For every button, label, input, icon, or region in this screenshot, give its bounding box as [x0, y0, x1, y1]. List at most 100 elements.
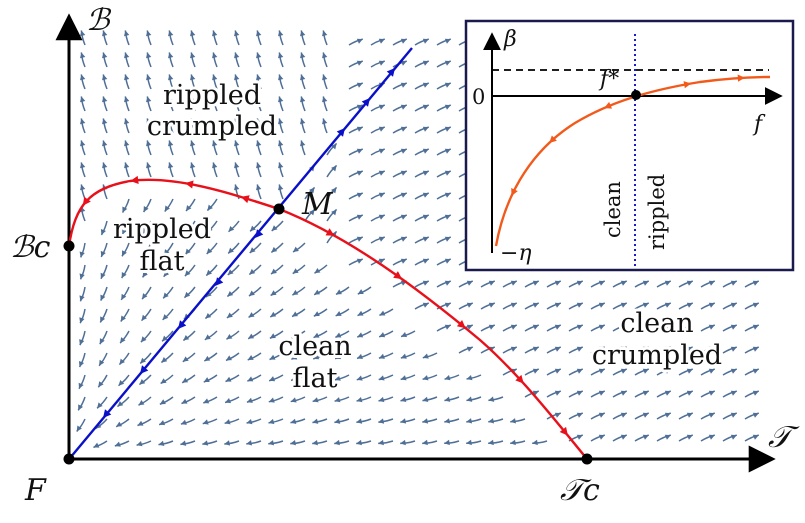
streamline-arrowhead — [291, 354, 298, 360]
streamline-arrowhead — [510, 418, 517, 424]
streamline-arrowhead — [642, 412, 649, 418]
streamline-arrowhead — [598, 302, 605, 308]
streamline-arrowhead — [642, 368, 649, 374]
streamline-arrowhead — [205, 312, 212, 319]
streamline-arrowhead — [664, 280, 671, 286]
streamline-arrowhead — [140, 336, 147, 343]
streamline-arrowhead — [119, 358, 125, 365]
streamline-arrowhead — [598, 390, 605, 396]
streamline-arrowhead — [444, 324, 451, 330]
streamline-arrowhead — [247, 376, 254, 382]
red-arrowhead — [130, 175, 139, 185]
streamline-arrowhead — [444, 418, 451, 424]
streamline-arrowhead — [488, 280, 495, 286]
fixed-point-bc — [63, 240, 75, 252]
fixed-point-m — [273, 203, 285, 215]
streamline-arrowhead — [752, 346, 759, 352]
streamline-arrowhead — [146, 30, 152, 37]
streamline-arrowhead — [356, 38, 363, 44]
streamline-arrowhead — [422, 439, 428, 446]
streamline-arrowhead — [357, 289, 364, 295]
streamline-arrowhead — [168, 74, 174, 81]
streamline-arrowhead — [356, 60, 363, 66]
streamline-arrowhead — [730, 324, 737, 330]
streamline-arrowhead — [400, 418, 407, 424]
streamline-arrowhead — [227, 269, 234, 275]
streamline-arrowhead — [730, 302, 737, 308]
axes — [55, 13, 776, 473]
streamline-arrowhead — [120, 337, 126, 344]
streamline-arrowhead — [379, 332, 386, 338]
streamline-arrowhead — [576, 302, 583, 308]
streamline-arrowhead — [335, 354, 342, 360]
streamline-arrowhead — [488, 324, 495, 330]
streamline-arrowhead — [248, 290, 255, 296]
streamline-arrowhead — [212, 118, 218, 125]
streamline-arrowhead — [356, 353, 363, 359]
streamline-arrowhead — [444, 60, 451, 66]
inset-clean-label: clean — [601, 181, 625, 238]
streamline-arrowhead — [708, 390, 715, 396]
streamline-arrowhead — [224, 419, 231, 425]
streamline-arrowhead — [422, 214, 429, 220]
streamline-arrowhead — [378, 214, 385, 220]
streamline-arrowhead — [190, 118, 196, 125]
streamline-arrowhead — [80, 140, 86, 147]
streamline-arrowhead — [331, 187, 337, 194]
streamline-arrowhead — [444, 148, 451, 154]
streamline-arrowhead — [290, 440, 296, 446]
streamline-arrowhead — [225, 397, 232, 404]
streamline-arrowhead — [121, 272, 127, 279]
streamline-arrowhead — [444, 236, 451, 242]
streamline-arrowhead — [378, 375, 385, 381]
region-rippled-flat-line1: rippled — [113, 214, 211, 245]
streamline-arrowhead — [686, 390, 693, 396]
streamline-arrowhead — [752, 412, 759, 418]
streamline-arrowhead — [334, 418, 341, 424]
streamline-arrowhead — [444, 170, 451, 176]
streamline-arrowhead — [422, 38, 429, 44]
streamline-arrowhead — [248, 333, 255, 339]
streamline-arrowhead — [422, 104, 429, 110]
streamline-arrowhead — [121, 250, 127, 257]
streamline-arrowhead — [181, 398, 188, 404]
streamline-arrowhead — [246, 440, 253, 446]
streamline-arrowhead — [400, 148, 407, 154]
streamline-arrowhead — [190, 162, 196, 169]
streamline-arrowhead — [146, 96, 152, 103]
streamline-arrowhead — [203, 398, 210, 404]
streamline-arrowhead — [256, 140, 262, 147]
streamline-arrowhead — [80, 96, 86, 103]
streamline-arrowhead — [730, 368, 737, 374]
region-clean-flat-line2: flat — [293, 363, 338, 394]
inset-eta-label: −η — [500, 241, 532, 266]
streamline-arrowhead — [598, 280, 605, 286]
streamline-arrowhead — [422, 302, 429, 308]
streamline-arrowhead — [466, 302, 473, 308]
streamline-arrowhead — [664, 434, 671, 440]
streamline-arrowhead — [312, 397, 319, 403]
streamline-arrowhead — [576, 280, 583, 286]
streamline-arrowhead — [576, 324, 583, 330]
streamline-arrowhead — [466, 396, 473, 402]
streamline-arrowhead — [422, 192, 429, 198]
streamline-arrowhead — [80, 74, 86, 81]
streamline-arrowhead — [100, 228, 106, 235]
inset-arrowhead — [511, 187, 518, 196]
streamline-arrowhead — [224, 440, 231, 446]
streamline-arrowhead — [168, 96, 174, 103]
streamline-arrowhead — [212, 30, 218, 37]
streamline-arrowhead — [161, 356, 168, 363]
streamline-arrowhead — [686, 412, 693, 418]
streamline-arrowhead — [269, 354, 276, 360]
streamline-arrowhead — [163, 292, 169, 299]
streamline-arrowhead — [300, 30, 306, 37]
streamline-arrowhead — [532, 280, 539, 286]
streamline-arrowhead — [100, 316, 106, 323]
streamline-arrowhead — [598, 324, 605, 330]
streamline-arrowhead — [444, 280, 451, 286]
streamline-arrowhead — [146, 162, 152, 169]
streamline-arrowhead — [256, 74, 262, 81]
red-arrowhead — [325, 228, 335, 236]
streamline-arrowhead — [100, 250, 106, 257]
